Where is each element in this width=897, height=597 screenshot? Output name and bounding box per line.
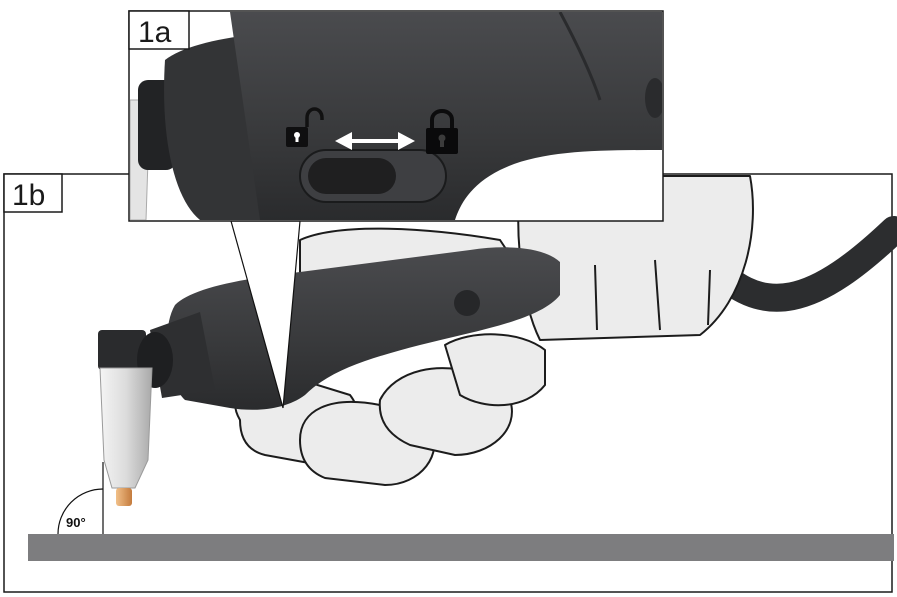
angle-label: 90° xyxy=(66,515,86,530)
glove-finger-4 xyxy=(444,333,546,407)
torch-nozzle xyxy=(99,367,153,489)
panel-1a: 1a xyxy=(128,10,664,222)
torch-head-cap xyxy=(98,330,146,370)
inset-handle-edge xyxy=(558,12,602,101)
panel-1a-label-box xyxy=(128,10,190,50)
torch-tip xyxy=(116,488,132,506)
panel-1a-label: 1a xyxy=(138,16,172,49)
double-arrow-icon xyxy=(335,132,415,150)
angle-indicator: 90° xyxy=(57,488,104,535)
glove-knuckle-lines xyxy=(594,259,711,331)
lock-slider-knob[interactable] xyxy=(308,158,396,194)
panel-1b-label-box xyxy=(3,173,63,213)
locked-padlock-icon xyxy=(426,109,458,154)
handle-button xyxy=(454,290,480,316)
unlocked-padlock-icon xyxy=(286,107,324,147)
inset-handle-button xyxy=(645,78,662,118)
panel-1b-label: 1b xyxy=(12,179,45,212)
workpiece-plate xyxy=(28,534,894,561)
angle-arc xyxy=(57,488,104,535)
